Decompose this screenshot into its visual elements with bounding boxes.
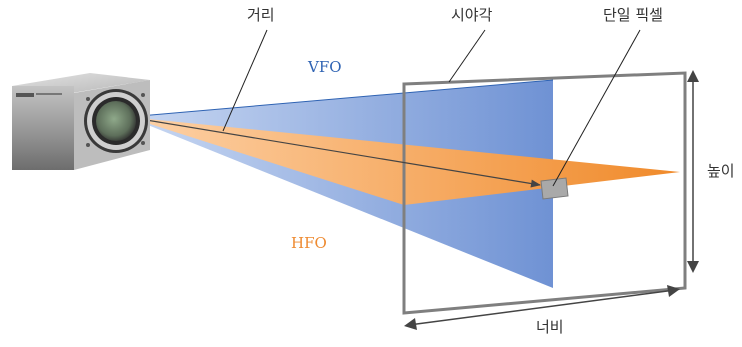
distance-leader-line [222,29,268,132]
width-arrow [408,289,676,326]
image-plane-frame [402,71,687,315]
field-of-view-leader-line [448,29,486,83]
vfo-label: VFO [308,58,342,76]
hfo-label: HFO [291,234,327,252]
width-label: 너비 [536,318,564,336]
height-label: 높이 [707,162,735,180]
distance-ray [127,116,541,188]
single-pixel-label: 단일 픽셀 [603,6,663,24]
pixel-square-icon [540,177,569,200]
vertical-beam-top-edge [127,79,554,118]
distance-label: 거리 [247,6,275,24]
field-of-view-label: 시야각 [451,6,493,24]
industrial-camera-icon [12,73,150,170]
single-pixel-leader-line [552,29,641,187]
